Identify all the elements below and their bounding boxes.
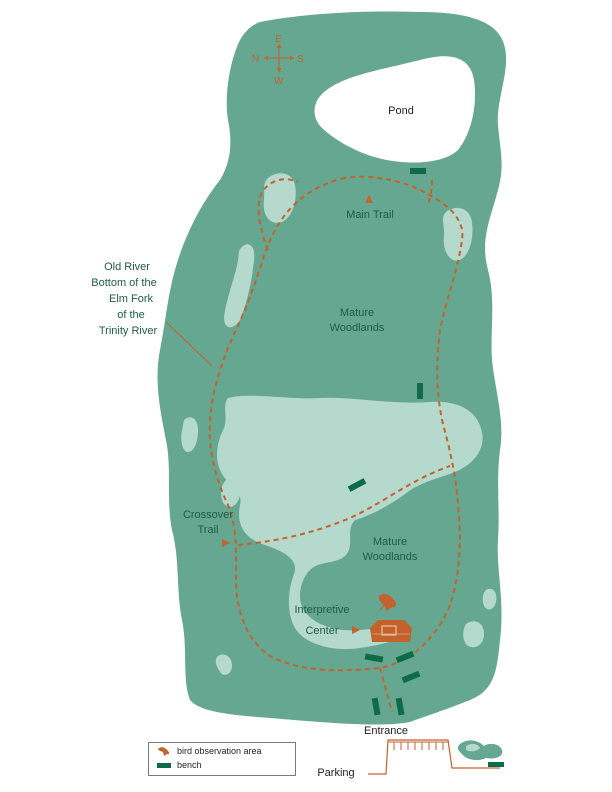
mature-woodlands-bottom-label-line1: Mature xyxy=(373,536,407,548)
land-area xyxy=(157,11,507,725)
parking-label: Parking xyxy=(317,767,354,779)
crossover-trail xyxy=(237,465,451,546)
compass-rose-icon xyxy=(264,44,294,72)
bench xyxy=(364,653,384,663)
legend-bird-label: bird observation area xyxy=(177,746,262,756)
crossover-trail-marker-icon xyxy=(222,539,230,547)
compass-east: E xyxy=(275,34,282,45)
bench xyxy=(395,697,405,716)
central-clearing xyxy=(217,395,483,650)
clearing-patch xyxy=(343,462,362,482)
main-trail-loop xyxy=(208,175,464,672)
mature-woodlands-bottom-label-line2: Woodlands xyxy=(363,551,418,563)
main-trail-marker-icon xyxy=(365,195,373,203)
clearing-patch xyxy=(215,654,232,675)
legend-bird-row: bird observation area xyxy=(157,746,262,756)
clearing-patch xyxy=(442,207,473,261)
old-river-leader-line xyxy=(165,321,213,367)
pond xyxy=(314,56,476,163)
old-river-label-line2: Bottom of the xyxy=(91,277,156,289)
interpretive-center-label-line1: Interpretive xyxy=(294,604,349,616)
bench xyxy=(401,670,421,684)
legend-bench-label: bench xyxy=(177,760,202,770)
old-river-label-line5: Trinity River xyxy=(99,325,158,337)
old-river-label-line3: Elm Fork xyxy=(109,293,154,305)
pond-label: Pond xyxy=(388,105,414,117)
old-river-label-line1: Old River xyxy=(104,261,150,273)
bench xyxy=(347,478,367,492)
bench xyxy=(410,168,426,174)
clearing-patch xyxy=(224,244,255,328)
bench xyxy=(395,650,415,664)
clearing-patch xyxy=(181,417,198,452)
parking-lot xyxy=(368,739,500,775)
mature-woodlands-top-label-line2: Woodlands xyxy=(330,322,385,334)
interpretive-center-label-line2: Center xyxy=(305,625,338,637)
interpretive-center-building-icon xyxy=(370,620,412,642)
crossover-trail-label-line1: Crossover xyxy=(183,509,233,521)
entrance-label: Entrance xyxy=(364,725,408,737)
clearing-patch xyxy=(482,588,497,610)
old-river-label-line4: of the xyxy=(117,309,145,321)
bird-icon xyxy=(158,747,170,756)
clearing-patch xyxy=(288,507,318,523)
bench xyxy=(371,697,381,716)
mature-woodlands-top-label-line1: Mature xyxy=(340,307,374,319)
bench xyxy=(417,383,423,399)
legend-bench-row: bench xyxy=(157,760,202,770)
bird-icon xyxy=(378,593,397,611)
clearing-patch xyxy=(297,545,317,566)
pond-spur-trail xyxy=(427,179,433,206)
main-trail-label: Main Trail xyxy=(346,209,394,221)
entrance-trail xyxy=(379,667,393,713)
compass-west: W xyxy=(274,76,284,87)
compass-north: N xyxy=(252,54,259,65)
clearing-patch xyxy=(463,621,484,648)
map-legend: bird observation area bench xyxy=(148,742,296,776)
small-pond-water xyxy=(466,743,480,752)
bench xyxy=(488,762,504,767)
interpretive-center-marker-icon xyxy=(352,626,360,634)
compass-south: S xyxy=(297,54,304,65)
side-trail xyxy=(257,178,299,251)
bench-swatch-icon xyxy=(157,762,171,768)
crossover-trail-label-line2: Trail xyxy=(198,524,219,536)
small-pond xyxy=(457,740,503,761)
